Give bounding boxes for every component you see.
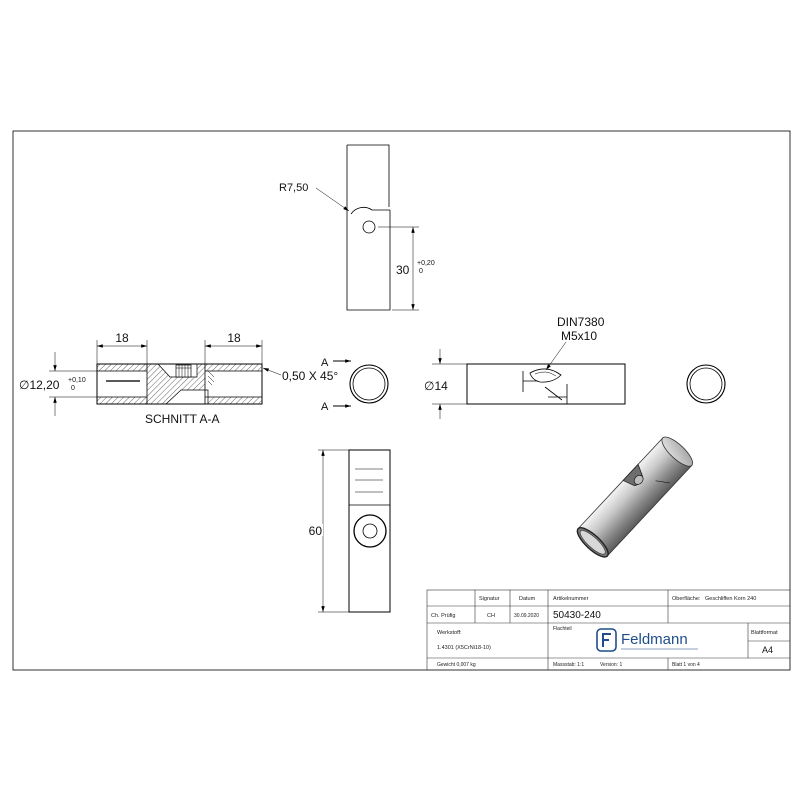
top-view-slot-edge bbox=[350, 206, 390, 215]
outer-diameter-label: ∅14 bbox=[424, 379, 448, 393]
section-bore-lines bbox=[97, 364, 262, 404]
end-view-outer-circle bbox=[349, 364, 389, 404]
weight: Gewicht 0,007 kg bbox=[437, 662, 476, 668]
logo-f-icon bbox=[602, 633, 611, 647]
front-view: DIN7380 M5x10 ∅14 bbox=[424, 315, 626, 419]
section-marker-top: A bbox=[321, 357, 329, 369]
material-label: Werkstoff: bbox=[437, 630, 462, 636]
bottom-view-counterbore bbox=[353, 514, 387, 548]
front-view-slot bbox=[522, 371, 568, 404]
chamfer-label: 0,50 X 45° bbox=[282, 369, 338, 383]
tube-lower-slot bbox=[655, 480, 670, 484]
chamfer-leader bbox=[262, 367, 282, 376]
signature: CH bbox=[487, 613, 495, 619]
length-left-value: 18 bbox=[115, 331, 129, 345]
section-outline bbox=[96, 363, 263, 405]
height-dimension-value: 30 bbox=[396, 263, 410, 277]
scale: Massstab: 1:1 bbox=[553, 662, 584, 668]
bottom-view: 60 bbox=[309, 449, 391, 613]
length-dimension-value: 60 bbox=[309, 524, 323, 538]
oberflaeche-label: Oberfläche: bbox=[672, 596, 701, 602]
title-block-grid bbox=[427, 590, 790, 670]
company-name: Feldmann bbox=[621, 631, 688, 648]
length-label-bg bbox=[310, 524, 323, 536]
end-view-right-outer bbox=[686, 364, 726, 404]
section-view: 18 18 ∅12,20 +0,10 0 0,50 X 45° SCHNITT … bbox=[19, 331, 338, 426]
article-number: 50430-240 bbox=[553, 610, 601, 621]
section-screw-thread bbox=[176, 365, 191, 377]
screw-standard-label: DIN7380 bbox=[557, 315, 605, 329]
sheet-format-label: Blattformat bbox=[751, 630, 778, 636]
screw-leader bbox=[545, 341, 567, 371]
end-view-right-inner bbox=[689, 367, 723, 401]
radius-leader bbox=[315, 187, 350, 212]
tube-screw-head bbox=[633, 474, 644, 485]
top-view-hole bbox=[362, 220, 376, 234]
drawing-frame bbox=[12, 130, 791, 671]
bore-tolerance-upper: +0,10 bbox=[68, 377, 86, 384]
sheet-format-value: A4 bbox=[762, 645, 773, 655]
oberflaeche-value: Geschliffen Korn 240 bbox=[705, 596, 756, 602]
bore-diameter-label: ∅12,20 bbox=[19, 378, 60, 392]
checked-by: Ch. Prüfig bbox=[431, 613, 455, 619]
title-block: Signatur Datum Artikelnummer Oberfläche:… bbox=[426, 589, 791, 671]
bottom-view-groove-lines bbox=[355, 468, 383, 493]
front-view-screw-head bbox=[529, 368, 562, 383]
front-view-screw-head-shade bbox=[534, 371, 557, 377]
top-view-outline bbox=[346, 144, 391, 311]
length-right-value: 18 bbox=[227, 331, 241, 345]
bottom-view-outline bbox=[348, 449, 391, 613]
version: Version: 1 bbox=[600, 662, 622, 668]
top-view: R7,50 30 +0,20 0 bbox=[279, 144, 435, 311]
date: 30.09.2020 bbox=[514, 613, 539, 619]
screw-size-label: M5x10 bbox=[561, 329, 597, 343]
section-screw bbox=[175, 364, 192, 378]
end-view-inner-circle bbox=[352, 367, 386, 401]
bore-tolerance-lower: 0 bbox=[71, 385, 75, 392]
signatur-label: Signatur bbox=[479, 596, 500, 602]
end-view-right bbox=[686, 364, 726, 404]
height-tolerance-upper: +0,20 bbox=[417, 260, 435, 267]
tube-end-cap bbox=[661, 436, 694, 467]
section-bore-right-hatch bbox=[207, 370, 215, 386]
section-title: SCHNITT A-A bbox=[145, 412, 219, 426]
part-name: Flachteil bbox=[553, 626, 572, 632]
title-block-frame bbox=[426, 589, 791, 671]
company-logo: Feldmann bbox=[596, 628, 698, 652]
section-marker-bottom: A bbox=[321, 401, 329, 413]
artikelnummer-label: Artikelnummer bbox=[553, 596, 589, 602]
tube-open-end-inner bbox=[579, 530, 606, 555]
logo-mark bbox=[596, 628, 617, 652]
height-tolerance-lower: 0 bbox=[419, 268, 423, 275]
bottom-view-hole bbox=[362, 523, 378, 539]
isometric-view bbox=[576, 436, 694, 558]
end-view-left: A A bbox=[321, 357, 389, 413]
material-value: 1.4301 (X5CrNi18-10) bbox=[437, 645, 491, 651]
sheet-number: Blatt 1 von 4 bbox=[672, 662, 700, 668]
radius-label: R7,50 bbox=[279, 182, 308, 194]
front-view-outline bbox=[466, 363, 626, 405]
datum-label: Datum bbox=[519, 596, 536, 602]
